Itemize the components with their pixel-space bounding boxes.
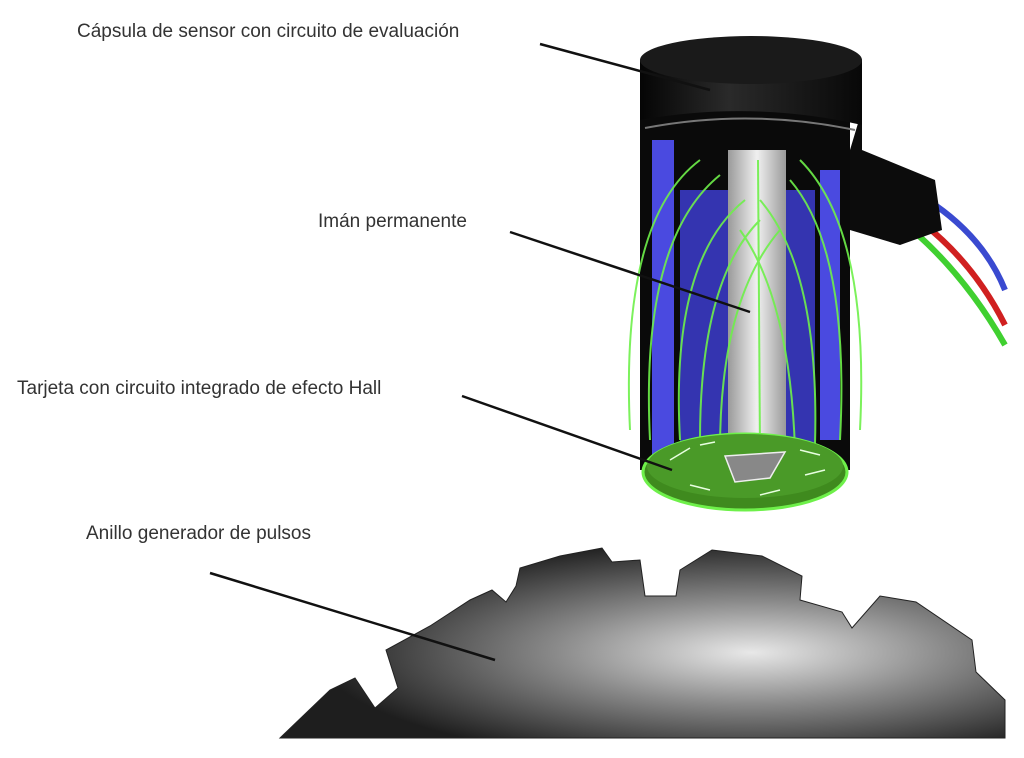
leader-line-capsule <box>539 42 711 92</box>
hall-effect-board <box>641 432 849 512</box>
pulse-generator-ring <box>278 547 1006 739</box>
sensor-capsule <box>640 36 942 245</box>
leader-lines <box>209 42 751 662</box>
label-pulse-ring: Anillo generador de pulsos <box>86 523 311 544</box>
label-sensor-capsule: Cápsula de sensor con circuito de evalua… <box>77 21 460 42</box>
leader-line-board <box>461 394 673 472</box>
label-permanent-magnet: Imán permanente <box>318 211 467 232</box>
magnetic-field-lines <box>627 159 863 451</box>
permanent-magnet <box>728 150 786 445</box>
leader-line-ring <box>209 571 496 662</box>
label-hall-board: Tarjeta con circuito integrado de efecto… <box>17 378 382 399</box>
leader-line-magnet <box>509 230 751 314</box>
